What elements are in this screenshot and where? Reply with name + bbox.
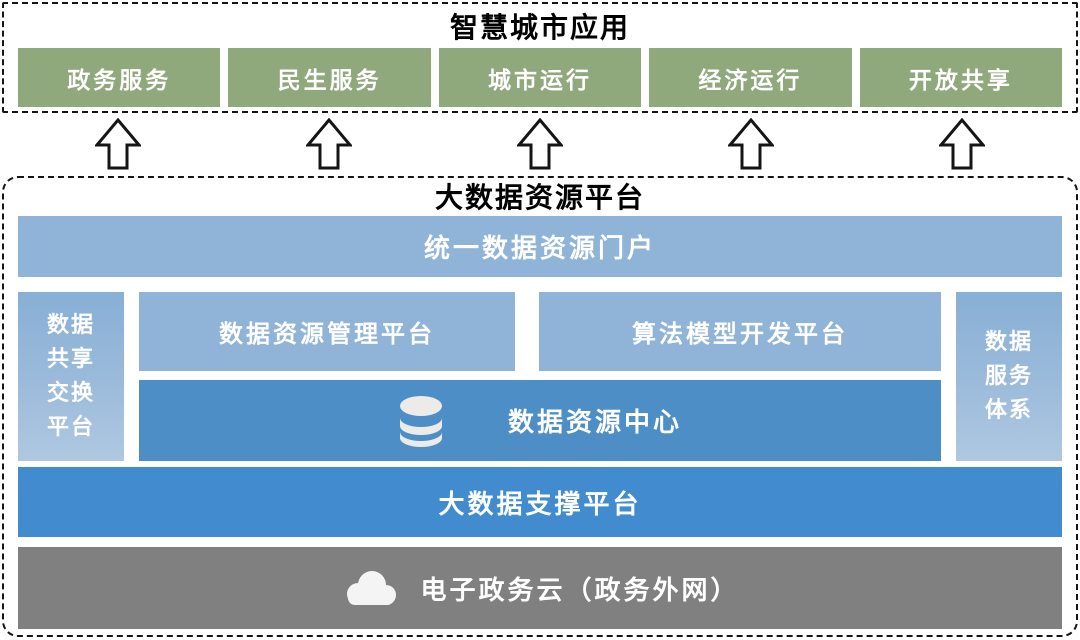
sidebar-line: 数据 (46, 312, 95, 338)
arrow-cell-4 (650, 114, 853, 174)
data-resource-center-label: 数据资源中心 (507, 408, 682, 438)
sidebar-line: 数据 (984, 329, 1033, 355)
data-sharing-exchange-sidebar: 数据 共享 交换 平台 (18, 292, 124, 461)
up-arrows-row (2, 114, 1078, 174)
platform-middle-row: 数据 共享 交换 平台 数据资源管理平台 算法模型开发平台 数据资源中心 (18, 292, 1062, 461)
unified-data-portal-bar: 统一数据资源门户 (18, 216, 1062, 277)
application-boxes-row: 政务服务 民生服务 城市运行 经济运行 开放共享 (18, 48, 1063, 107)
data-service-system-sidebar: 数据 服务 体系 (956, 292, 1062, 461)
up-arrow-icon (939, 118, 986, 170)
arrow-cell-5 (861, 114, 1064, 174)
data-resource-center-box: 数据资源中心 (139, 380, 941, 461)
arrow-cell-3 (438, 114, 641, 174)
platform-center-column: 数据资源管理平台 算法模型开发平台 数据资源中心 (139, 292, 941, 461)
sidebar-line: 平台 (46, 414, 95, 440)
app-box-open-sharing: 开放共享 (859, 48, 1063, 107)
app-box-economic-operation: 经济运行 (649, 48, 852, 107)
e-government-cloud-bar: 电子政务云（政务外网） (18, 547, 1062, 629)
app-box-government-service: 政务服务 (18, 48, 221, 107)
sidebar-line: 交换 (46, 380, 95, 406)
big-data-support-platform-bar: 大数据支撑平台 (18, 467, 1062, 537)
big-data-platform-container: 大数据资源平台 统一数据资源门户 数据 共享 交换 平台 数据资源管理平台 算法… (2, 176, 1078, 637)
e-government-cloud-label: 电子政务云（政务外网） (420, 575, 740, 606)
up-arrow-icon (517, 118, 563, 170)
algorithm-model-dev-box: 算法模型开发平台 (539, 292, 941, 371)
sidebar-line: 服务 (984, 363, 1033, 389)
big-data-platform-title: 大数据资源平台 (434, 181, 645, 214)
up-arrow-icon (728, 118, 775, 170)
up-arrow-icon (94, 118, 141, 170)
platform-upper-row: 数据资源管理平台 算法模型开发平台 (139, 292, 941, 371)
arrow-cell-1 (16, 114, 219, 174)
database-icon (398, 395, 444, 447)
cloud-icon (340, 567, 400, 609)
smart-city-applications-title: 智慧城市应用 (449, 11, 630, 44)
up-arrow-icon (305, 118, 352, 170)
sidebar-line: 体系 (984, 397, 1033, 423)
sidebar-line: 共享 (46, 346, 95, 372)
app-box-city-operation: 城市运行 (438, 48, 642, 107)
data-resource-management-box: 数据资源管理平台 (139, 292, 515, 371)
smart-city-applications-container: 智慧城市应用 政务服务 民生服务 城市运行 经济运行 开放共享 (2, 2, 1078, 113)
app-box-livelihood-service: 民生服务 (228, 48, 431, 107)
arrow-cell-2 (227, 114, 430, 174)
